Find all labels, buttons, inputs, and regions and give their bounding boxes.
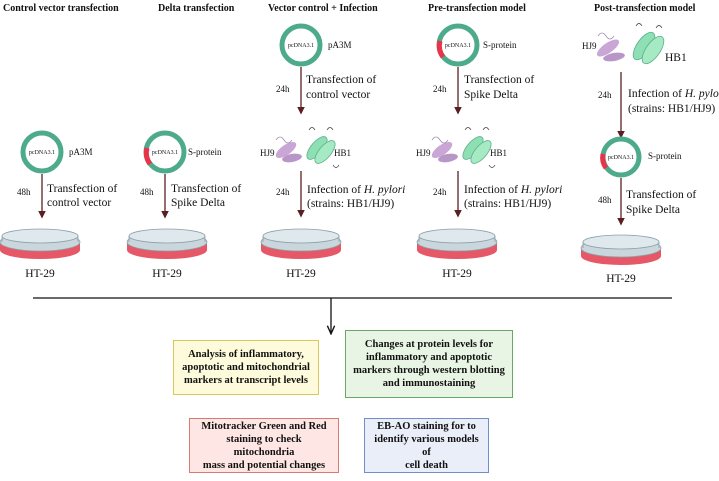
strain-label-right: HB1 — [334, 148, 351, 158]
plasmid-backbone-label: pcDNA3.1 — [152, 150, 178, 156]
column-delta: pcDNA3.1 S-protein 48h Transfection of S… — [126, 130, 241, 280]
header-control-vector: Control vector transfection — [3, 3, 119, 14]
plasmid-insert-label: S-protein — [188, 147, 222, 157]
plasmid-backbone-label: pcDNA3.1 — [288, 43, 314, 49]
bacteria-purple-icon — [431, 136, 458, 163]
plasmid-backbone-label: pcDNA3.1 — [445, 43, 471, 49]
protein-analysis-box: Changes at protein levels for inflammato… — [345, 330, 513, 398]
header-delta: Delta transfection — [158, 3, 235, 14]
header-post-transfection: Post-transfection model — [594, 3, 696, 14]
step-line-2: Spike Delta — [626, 204, 680, 216]
culture-dish-icon — [126, 228, 208, 259]
plasmid-icon — [20, 130, 64, 174]
time-label: 24h — [433, 187, 447, 197]
bacteria-green-icon — [632, 23, 665, 65]
step-line-2: control vector — [306, 89, 370, 101]
insert-icon — [436, 40, 446, 59]
column-vector-infection: pcDNA3.1 pA3M 24h Transfection of contro… — [260, 23, 405, 280]
time-label: 48h — [17, 187, 31, 197]
infection-line-2: (strains: HB1/HJ9) — [628, 103, 715, 115]
insert-icon — [143, 147, 153, 166]
time-label: 24h — [276, 84, 290, 94]
culture-dish-icon — [260, 228, 342, 259]
plasmid-vector-label: pA3M — [69, 147, 93, 157]
step-line-1: Transfection of — [626, 189, 696, 201]
step-line-1: Transfection of — [306, 74, 376, 86]
strain-label-left: HJ9 — [260, 148, 275, 158]
bacteria-purple-icon — [596, 32, 625, 62]
column-control-vector: pcDNA3.1 pA3M 48h Transfection of contro… — [0, 130, 117, 280]
step-line-2: control vector — [47, 197, 111, 209]
plasmid-backbone-label: pcDNA3.1 — [29, 150, 55, 156]
plasmid-icon — [279, 23, 323, 67]
bacteria-green-icon — [306, 127, 340, 168]
step-line-2: Spike Delta — [171, 197, 225, 209]
cell-line-label: HT-29 — [25, 268, 55, 280]
header-pre-transfection: Pre-transfection model — [428, 3, 526, 14]
strain-label-right: HB1 — [490, 148, 507, 158]
cell-line-label: HT-29 — [606, 273, 636, 285]
strain-label-right: HB1 — [665, 52, 687, 64]
plasmid-insert-label: S-protein — [648, 151, 682, 161]
cell-line-label: HT-29 — [442, 268, 472, 280]
step-line-2: Spike Delta — [464, 89, 518, 101]
infection-line-2: (strains: HB1/HJ9) — [464, 198, 551, 210]
cell-line-label: HT-29 — [286, 268, 316, 280]
culture-dish-icon — [416, 228, 498, 259]
ebao-staining-box: EB-AO staining for to identify various m… — [364, 418, 489, 473]
mitotracker-box: Mitotracker Green and Red staining to ch… — [189, 418, 339, 473]
strain-label-left: HJ9 — [416, 148, 431, 158]
culture-dish-icon — [580, 234, 662, 265]
time-label: 24h — [433, 84, 447, 94]
transcript-analysis-box: Analysis of inflammatory, apoptotic and … — [173, 340, 319, 395]
infection-line-1: Infection of H. pylori — [628, 88, 719, 100]
column-post-transfection: HJ9 HB1 24h Infection of H. pylori (stra… — [580, 23, 719, 285]
step-line-1: Transfection of — [171, 183, 241, 195]
insert-icon — [600, 153, 609, 170]
infection-line-2: (strains: HB1/HJ9) — [307, 198, 394, 210]
time-label: 48h — [598, 195, 612, 205]
column-pre-transfection: pcDNA3.1 S-protein 24h Transfection of S… — [416, 23, 562, 280]
step-line-1: Transfection of — [464, 74, 534, 86]
time-label: 24h — [276, 187, 290, 197]
bacteria-green-icon — [462, 127, 496, 168]
plasmid-vector-label: pA3M — [328, 40, 352, 50]
cell-line-label: HT-29 — [152, 268, 182, 280]
time-label: 24h — [598, 90, 612, 100]
culture-dish-icon — [0, 228, 81, 259]
header-vector-infection: Vector control + Infection — [268, 3, 378, 14]
bacteria-purple-icon — [275, 136, 302, 163]
plasmid-insert-label: S-protein — [483, 40, 517, 50]
infection-line-1: Infection of H. pylori — [464, 184, 562, 196]
step-line-1: Transfection of — [47, 183, 117, 195]
infection-line-1: Infection of H. pylori — [307, 184, 405, 196]
time-label: 48h — [140, 187, 154, 197]
strain-label-left: HJ9 — [582, 41, 597, 51]
plasmid-backbone-label: pcDNA3.1 — [608, 155, 634, 161]
